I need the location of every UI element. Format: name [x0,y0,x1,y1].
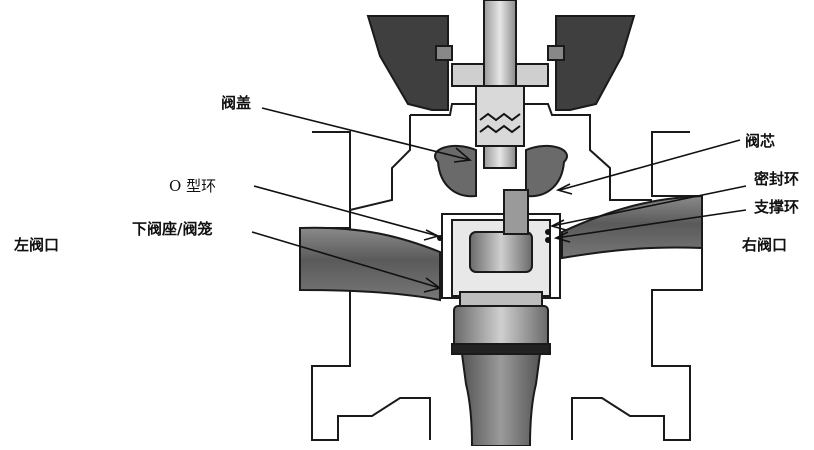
label-seal-ring: 密封环 [754,170,800,188]
arrow-support-ring [553,231,571,243]
lower-plug [451,305,551,447]
label-o-ring: O 型环 [169,177,217,195]
leader-bonnet [261,107,471,161]
leader-support-ring [555,209,747,239]
leader-seat-cage [251,231,441,289]
arrow-plug [555,183,573,195]
cage-assembly [441,189,561,307]
arrow-o-ring [423,229,441,241]
label-bonnet: 阀盖 [221,94,252,112]
label-left-port: 左阀口 [14,236,60,254]
arrow-bonnet [453,147,472,163]
valve-stem [475,0,525,169]
arrow-seat-cage [423,277,442,293]
leader-seal-ring [551,185,747,227]
leader-o-ring [253,185,439,237]
label-right-port: 右阀口 [742,236,788,254]
label-lower-seat-cage: 下阀座/阀笼 [132,220,213,238]
leader-lines [251,107,747,293]
leader-plug [559,139,741,191]
label-plug: 阀芯 [745,132,776,150]
arrow-seal-ring [549,219,567,231]
label-support-ring: 支撑环 [754,198,800,216]
